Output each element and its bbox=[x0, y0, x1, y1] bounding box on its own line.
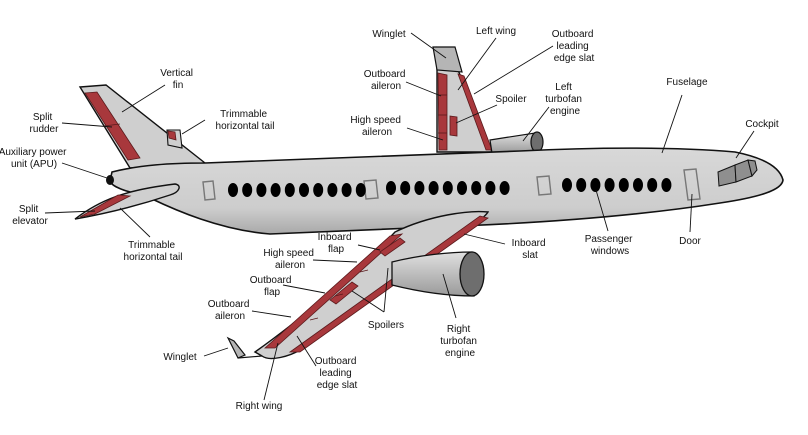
right-winglet bbox=[226, 336, 246, 359]
passenger-window bbox=[270, 183, 281, 197]
label-winglet-left: Winglet bbox=[372, 29, 406, 40]
right-wing bbox=[226, 210, 490, 360]
label-high-speed-aileron-left: High speed aileron bbox=[350, 115, 403, 138]
label-high-speed-aileron-right: High speed aileron bbox=[263, 248, 316, 271]
passenger-window bbox=[284, 183, 295, 197]
label-spoilers: Spoilers bbox=[368, 320, 404, 331]
label-outboard-slat-right: Outboard leading edge slat bbox=[315, 356, 359, 391]
front-door bbox=[683, 168, 701, 201]
label-right-wing: Right wing bbox=[236, 401, 283, 412]
left-spoiler-surface bbox=[449, 115, 458, 137]
passenger-window bbox=[355, 183, 366, 197]
label-apu: Auxiliary power unit (APU) bbox=[0, 147, 69, 170]
passenger-windows bbox=[228, 178, 672, 197]
passenger-window bbox=[499, 181, 510, 195]
label-fuselage: Fuselage bbox=[666, 77, 708, 88]
passenger-window bbox=[313, 183, 324, 197]
rear-door bbox=[202, 180, 216, 201]
left-engine bbox=[489, 131, 544, 154]
passenger-window bbox=[604, 178, 615, 192]
label-outboard-aileron-right: Outboard aileron bbox=[208, 299, 252, 322]
label-trimmable-tail-upper: Trimmable horizontal tail bbox=[216, 109, 275, 132]
passenger-window bbox=[471, 181, 482, 195]
labels: Vertical fin Split rudder Trimmable hori… bbox=[0, 26, 779, 412]
label-right-engine: Right turbofan engine bbox=[440, 324, 479, 359]
label-vertical-fin: Vertical fin bbox=[160, 68, 196, 91]
passenger-window bbox=[590, 178, 601, 192]
passenger-window bbox=[428, 181, 439, 195]
passenger-window bbox=[485, 181, 496, 195]
left-outboard-aileron-surface bbox=[437, 72, 448, 151]
passenger-window bbox=[341, 183, 352, 197]
over-wing-door bbox=[536, 175, 552, 196]
label-left-wing: Left wing bbox=[476, 26, 516, 37]
passenger-window bbox=[647, 178, 658, 192]
passenger-window bbox=[228, 183, 238, 197]
passenger-window bbox=[386, 181, 396, 195]
passenger-window bbox=[256, 183, 267, 197]
label-split-elevator: Split elevator bbox=[12, 204, 48, 227]
passenger-window bbox=[442, 181, 453, 195]
passenger-window bbox=[618, 178, 629, 192]
mid-door bbox=[363, 179, 379, 200]
apu-exhaust bbox=[106, 175, 114, 185]
passenger-window bbox=[414, 181, 425, 195]
right-trailing-edge-surfaces bbox=[263, 233, 404, 349]
passenger-window bbox=[400, 181, 411, 195]
label-cockpit: Cockpit bbox=[745, 119, 779, 130]
split-rudder-surface bbox=[84, 91, 141, 161]
left-wing bbox=[432, 46, 494, 153]
passenger-window bbox=[576, 178, 587, 192]
passenger-window bbox=[633, 178, 643, 192]
passenger-window bbox=[562, 178, 572, 192]
passenger-window bbox=[242, 183, 253, 197]
right-engine bbox=[391, 251, 485, 297]
label-winglet-right: Winglet bbox=[163, 352, 197, 363]
label-trimmable-tail-lower: Trimmable horizontal tail bbox=[124, 240, 183, 263]
passenger-window bbox=[457, 181, 467, 195]
leader-lines bbox=[44, 32, 755, 401]
cockpit-windows bbox=[717, 159, 758, 187]
label-spoiler: Spoiler bbox=[495, 94, 527, 105]
label-door: Door bbox=[679, 236, 701, 247]
label-inboard-flap: Inboard flap bbox=[318, 232, 355, 255]
passenger-window bbox=[327, 183, 338, 197]
label-left-engine: Left turbofan engine bbox=[545, 82, 584, 117]
passenger-window bbox=[661, 178, 672, 192]
label-split-rudder: Split rudder bbox=[30, 112, 60, 135]
label-outboard-slat-left: Outboard leading edge slat bbox=[552, 29, 596, 64]
label-outboard-flap: Outboard flap bbox=[250, 275, 294, 298]
label-inboard-slat: Inboard slat bbox=[512, 238, 549, 261]
left-winglet bbox=[432, 46, 463, 73]
label-outboard-aileron-left: Outboard aileron bbox=[364, 69, 408, 92]
label-passenger-windows: Passenger windows bbox=[585, 234, 636, 257]
passenger-window bbox=[299, 183, 309, 197]
vertical-fin bbox=[78, 84, 207, 169]
